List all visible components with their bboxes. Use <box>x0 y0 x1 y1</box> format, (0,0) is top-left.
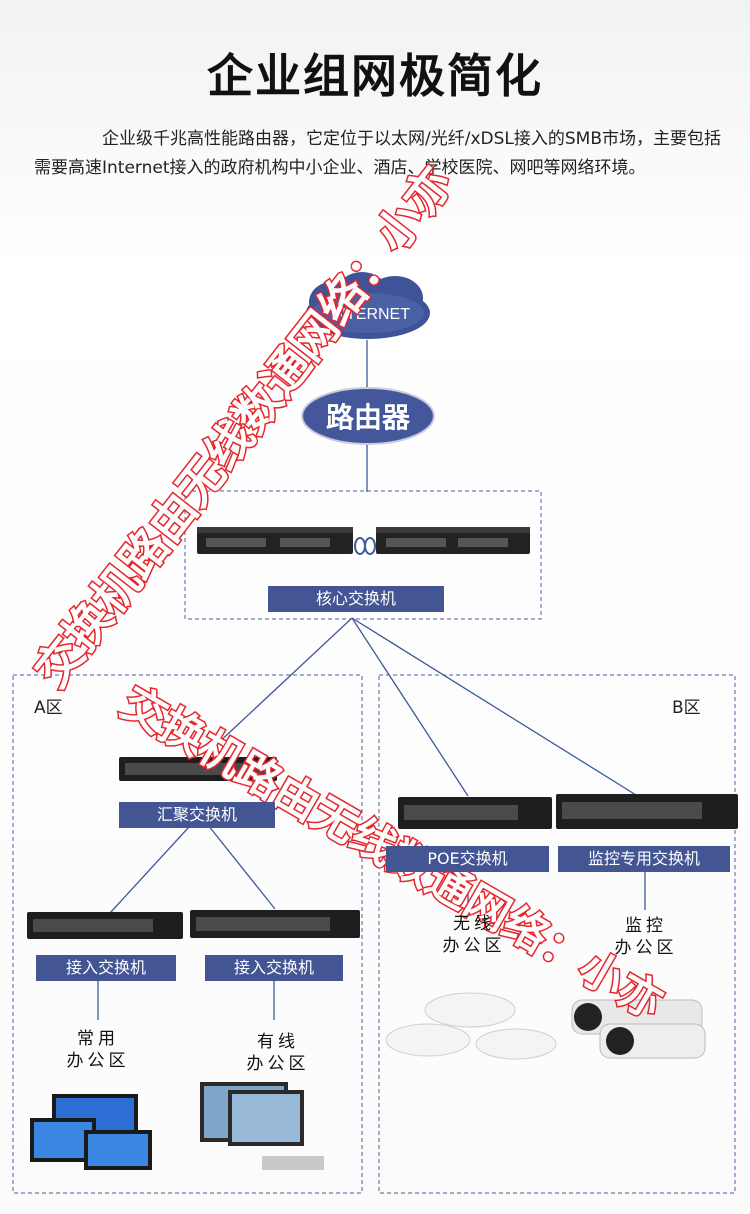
zone-a-label: A区 <box>34 698 63 718</box>
link-core-poe <box>351 617 469 797</box>
link-agg-access2 <box>199 814 276 910</box>
wired-office-label: 有线办公区 <box>246 1032 310 1074</box>
access-switch-2-icon <box>190 910 360 938</box>
router-node <box>301 387 435 445</box>
poe-switch-icon <box>398 797 552 829</box>
zone-b-box <box>378 674 736 1194</box>
monitor-office-label: 监控办公区 <box>614 916 678 958</box>
monitor-switch-label: 监控专用交换机 <box>558 846 730 872</box>
core-switch-label: 核心交换机 <box>268 586 444 612</box>
common-office-label: 常用办公区 <box>66 1029 130 1071</box>
internet-label: INTERNET <box>330 306 410 323</box>
connection-lines <box>97 340 646 1020</box>
intro-paragraph: 企业级千兆高性能路由器，它定位于以太网/光纤/xDSL接入的SMB市场，主要包括… <box>34 129 721 178</box>
router-label: 路由器 <box>326 401 411 434</box>
core-zone-box <box>184 490 542 620</box>
camera-icon <box>571 999 706 1059</box>
aggregation-switch-icon <box>119 757 277 781</box>
aggregation-switch-label: 汇聚交换机 <box>119 802 275 828</box>
link-core-aggregation <box>199 617 353 761</box>
pc-monitors-icon <box>200 1082 324 1170</box>
access-switch-2-label: 接入交换机 <box>205 955 343 981</box>
core-switch-icon <box>197 527 530 555</box>
page-title: 企业组网极简化 <box>207 49 543 103</box>
access-switch-1-icon <box>27 912 183 939</box>
access-switch-1-label: 接入交换机 <box>36 955 176 981</box>
wireless-ap-icon <box>385 992 557 1060</box>
link-core-monitor <box>351 617 637 796</box>
wireless-office-label: 无线办公区 <box>442 914 506 956</box>
zone-b-label: B区 <box>672 698 701 718</box>
desktop-monitors-icon <box>30 1094 152 1170</box>
link-agg-access1 <box>109 814 201 914</box>
cloud-icon <box>306 272 430 339</box>
poe-switch-label: POE交换机 <box>386 846 549 872</box>
monitor-switch-icon <box>556 794 738 829</box>
